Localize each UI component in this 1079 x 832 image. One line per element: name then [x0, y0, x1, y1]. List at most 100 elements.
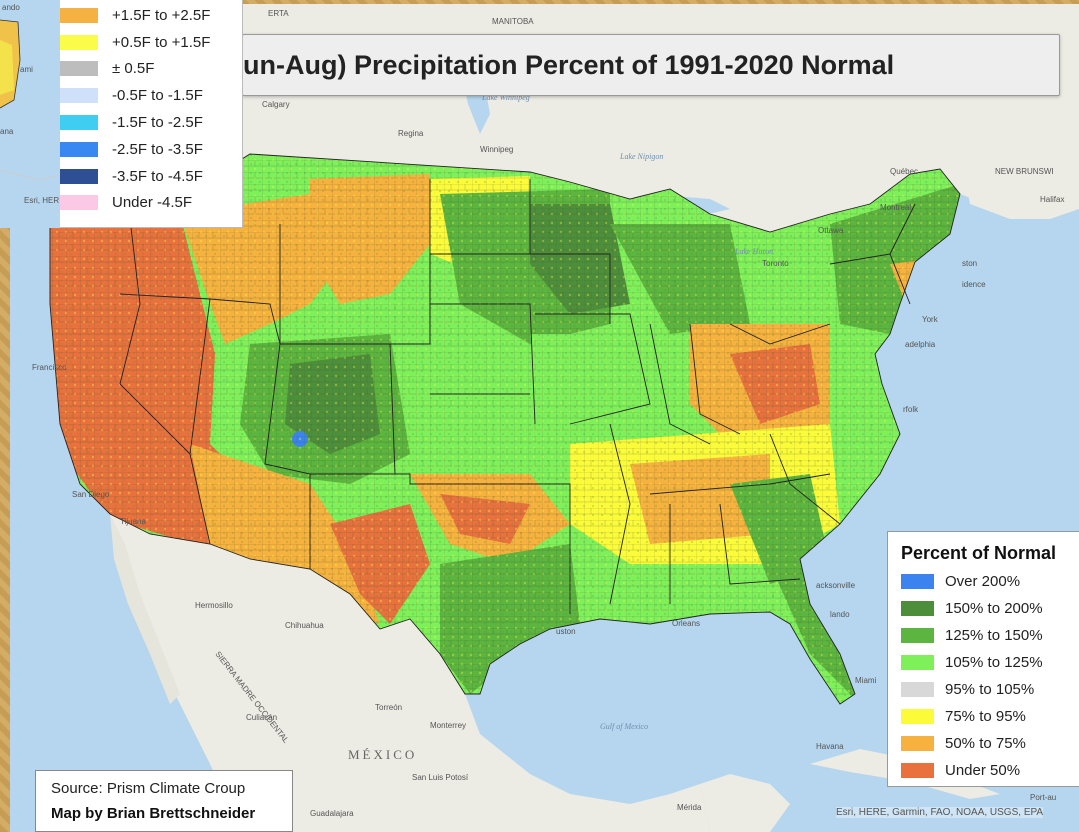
temperature-legend-swatch [60, 195, 98, 211]
precip-legend-label: Over 200% [945, 573, 1021, 590]
label-providence: idence [962, 280, 986, 289]
label-boston: ston [962, 259, 977, 268]
temperature-legend-item: -1.5F to -2.5F [60, 109, 238, 136]
label-tijuana: Tijuana [120, 517, 146, 526]
state-borders [49, 153, 961, 705]
precip-legend: Percent of Normal Over 200% 150% to 200% 1… [887, 531, 1079, 787]
title-banner: un-Aug) Precipitation Percent of 1991-20… [242, 34, 1060, 96]
precip-legend-item: Over 200% [901, 568, 1079, 595]
precip-legend-label: Under 50% [945, 762, 1021, 779]
precip-legend-label: 50% to 75% [945, 735, 1026, 752]
temperature-legend-swatch [60, 88, 98, 104]
source-box: Source: Prism Climate Croup Map by Brian… [35, 770, 293, 832]
label-lake-winnipeg: Lake Winnipeg [481, 93, 530, 102]
precip-legend-item: 50% to 75% [901, 730, 1079, 757]
precip-legend-title: Percent of Normal [901, 543, 1057, 563]
precip-legend-item: 125% to 150% [901, 622, 1079, 649]
author-credit: Map by Brian Brettschneider [51, 805, 256, 822]
label-torreon: Torreón [375, 703, 402, 712]
label-houston: uston [556, 627, 576, 636]
precip-legend-swatch [901, 655, 934, 670]
precip-legend-item: Under 50% [901, 757, 1079, 784]
label-alberta: ERTA [268, 9, 289, 18]
temperature-legend-swatch [60, 141, 98, 157]
precip-legend-swatch [901, 682, 934, 697]
mexico-land [110, 514, 710, 832]
source-credit: Source: Prism Climate Croup [51, 780, 246, 797]
temperature-legend-item: -3.5F to -4.5F [60, 163, 238, 190]
precip-legend-label: 105% to 125% [945, 654, 1043, 671]
label-ottawa: Ottawa [818, 226, 844, 235]
label-miami: Miami [855, 676, 877, 685]
temperature-legend-item: -0.5F to -1.5F [60, 82, 238, 109]
label-guadalajara: Guadalajara [310, 809, 354, 818]
basemap-svg: ERTA MANITOBA ONTARIO Calgary Regina Win… [10, 4, 1079, 832]
precip-legend-swatch [901, 763, 934, 778]
precip-legend-item: 150% to 200% [901, 595, 1079, 622]
temperature-legend-swatch [60, 7, 98, 23]
temperature-legend-item: -2.5F to -3.5F [60, 136, 238, 163]
maritime-land [960, 144, 1079, 219]
label-new-york: York [922, 315, 939, 324]
inset-label-city3: ana [0, 127, 14, 136]
precip-legend-label: 150% to 200% [945, 600, 1043, 617]
label-calgary: Calgary [262, 100, 290, 109]
label-new-brunswick: NEW BRUNSWI [995, 167, 1054, 176]
precip-legend-item: 105% to 125% [901, 649, 1079, 676]
temperature-legend-label: -0.5F to -1.5F [112, 87, 203, 105]
temperature-legend-swatch [60, 34, 98, 50]
yucatan-land [700, 774, 790, 832]
precip-legend-swatch [901, 601, 934, 616]
temperature-legend-swatch [60, 61, 98, 77]
label-winnipeg: Winnipeg [480, 145, 513, 154]
temperature-legend-rows: +1.5F to +2.5F +0.5F to +1.5F ± 0.5F -0.5F … [60, 2, 238, 216]
temperature-legend-label: -1.5F to -2.5F [112, 114, 203, 132]
inset-label-esri: Esri, HER [24, 196, 59, 205]
label-halifax: Halifax [1040, 195, 1064, 204]
florida-inset-map: ando ami ana Esri, HER [0, 0, 60, 228]
label-merida: Mérida [677, 803, 702, 812]
precip-legend-swatch [901, 628, 934, 643]
precip-legend-item: 95% to 105% [901, 676, 1079, 703]
map-canvas[interactable]: ERTA MANITOBA ONTARIO Calgary Regina Win… [10, 4, 1079, 832]
label-philadelphia: adelphia [905, 340, 936, 349]
temperature-legend-label: -2.5F to -3.5F [112, 140, 203, 158]
label-hermosillo: Hermosillo [195, 601, 233, 610]
precip-legend-label: 75% to 95% [945, 708, 1026, 725]
label-lake-nipigon: Lake Nipigon [619, 152, 663, 161]
inset-label-city2: ami [20, 65, 33, 74]
label-san-francisco: Francisco [32, 363, 67, 372]
label-jacksonville: acksonville [816, 581, 856, 590]
temperature-legend-label: -3.5F to -4.5F [112, 167, 203, 185]
label-mexico: MÉXICO [348, 747, 417, 762]
temperature-legend-label: +0.5F to +1.5F [112, 33, 211, 51]
temperature-legend-item: +1.5F to +2.5F [60, 2, 238, 29]
precip-legend-swatch [901, 736, 934, 751]
label-montreal: Montreal [880, 203, 911, 212]
temperature-legend-label: ± 0.5F [112, 60, 155, 78]
label-orlando: lando [830, 610, 850, 619]
temperature-legend: ando ami ana Esri, HER +1.5F to +2.5F +0.… [0, 0, 243, 228]
precip-legend-item: 75% to 95% [901, 703, 1079, 730]
precip-legend-swatch [901, 709, 934, 724]
label-port-au-prince: Port-au [1030, 793, 1056, 802]
precip-legend-rows: Over 200% 150% to 200% 125% to 150% 105% to… [901, 568, 1079, 784]
label-lake-huron: Lake Huron [734, 247, 773, 256]
temperature-legend-item: ± 0.5F [60, 56, 238, 83]
temperature-legend-swatch [60, 115, 98, 131]
label-gulf-of-mexico: Gulf of Mexico [600, 722, 648, 731]
precip-legend-swatch [901, 574, 934, 589]
label-monterrey: Monterrey [430, 721, 466, 730]
temperature-legend-item: Under -4.5F [60, 190, 238, 217]
baja-land [110, 514, 180, 704]
inset-label-city1: ando [2, 3, 20, 12]
label-san-luis-potosi: San Luis Potosí [412, 773, 469, 782]
precip-legend-label: 95% to 105% [945, 681, 1035, 698]
label-culiacan: Culiacán [246, 713, 277, 722]
label-quebec: Québec [890, 167, 918, 176]
map-title: un-Aug) Precipitation Percent of 1991-20… [243, 49, 895, 80]
map-attribution: Esri, HERE, Garmin, FAO, NOAA, USGS, EPA [836, 807, 1044, 818]
precip-legend-label: 125% to 150% [945, 627, 1043, 644]
label-manitoba: MANITOBA [492, 17, 534, 26]
label-norfolk: rfolk [903, 405, 919, 414]
